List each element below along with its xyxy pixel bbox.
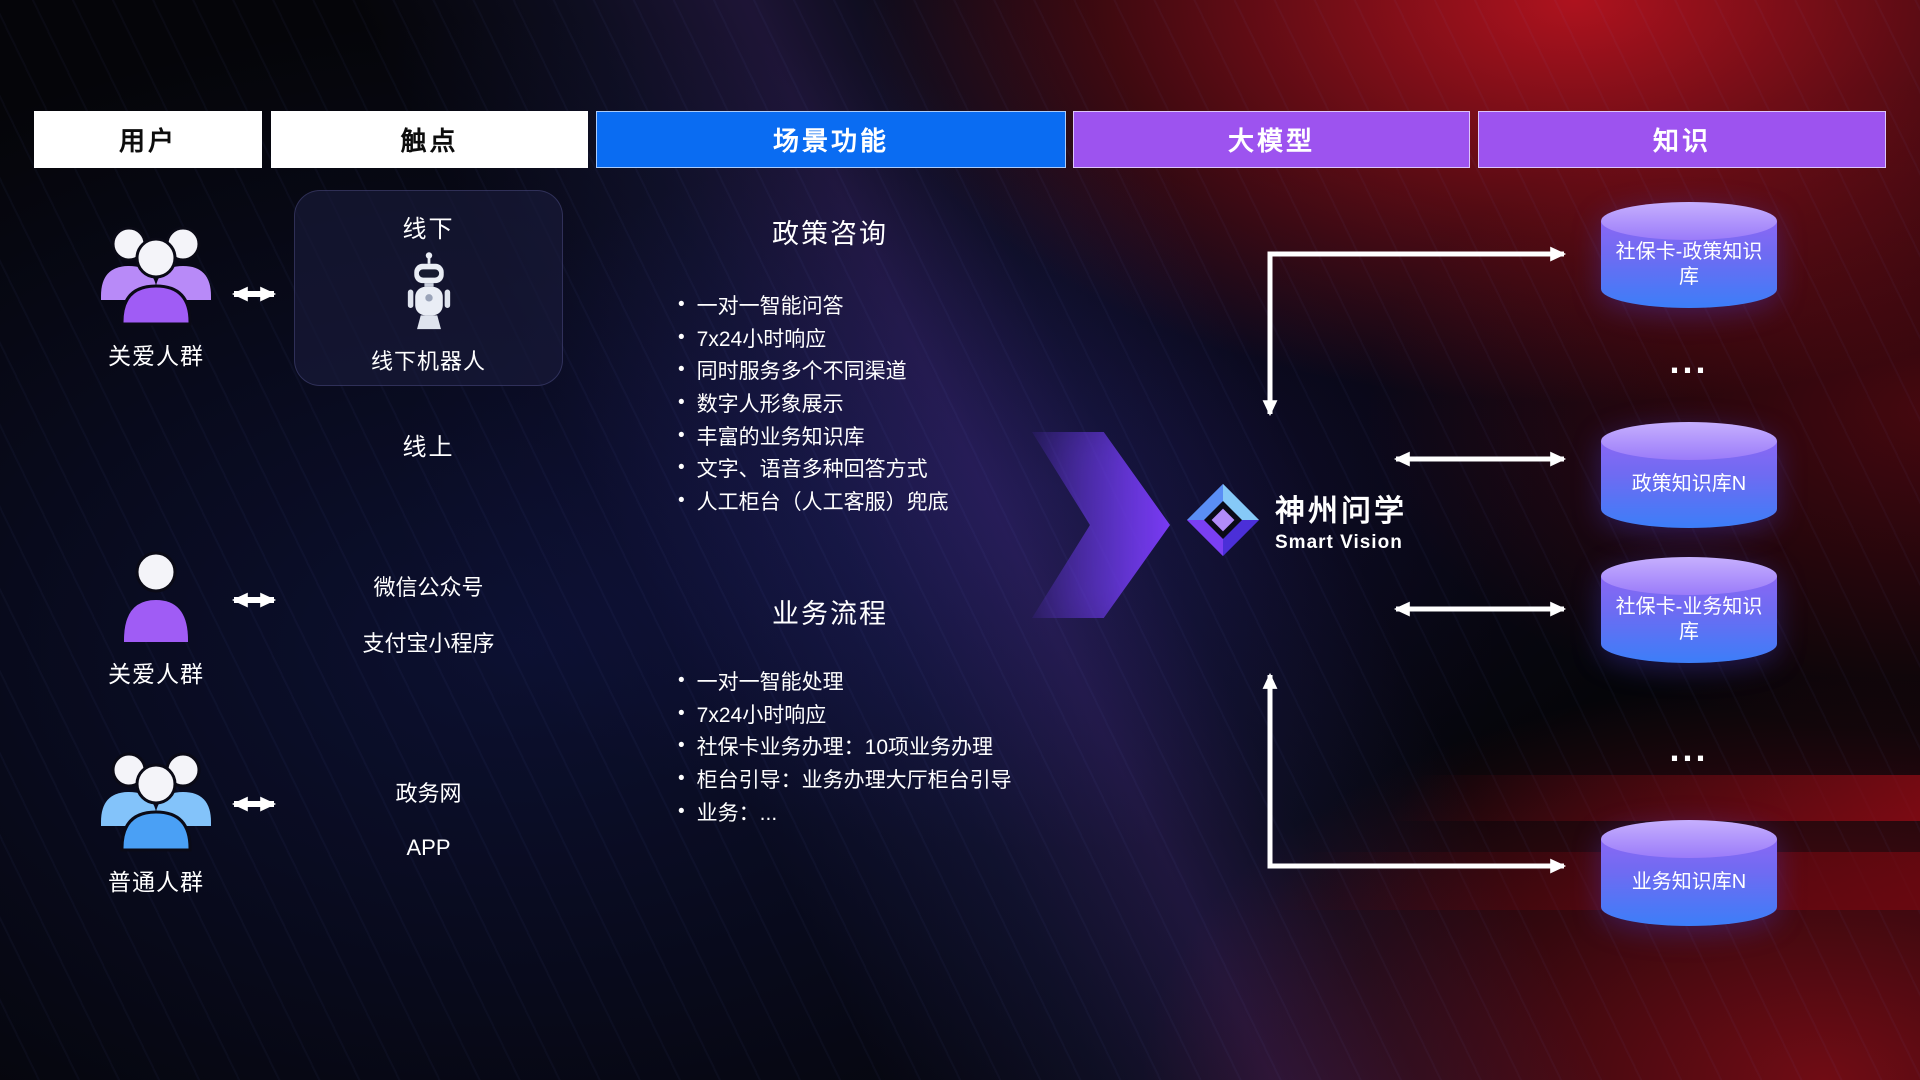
feature-item: 业务：... bbox=[678, 795, 1138, 828]
online-title: 线上 bbox=[402, 434, 455, 461]
user-care-group-1: 关爱人群 bbox=[76, 214, 236, 371]
database-cylinder-top bbox=[1601, 820, 1777, 858]
brand-subtitle: Smart Vision bbox=[1275, 532, 1403, 553]
channel-wechat: 微信公众号 bbox=[373, 575, 484, 600]
scenario-policy-title: 政策咨询 bbox=[772, 219, 888, 249]
feature-item: 7x24小时响应 bbox=[678, 322, 1138, 355]
brand-logo: 神州问学 Smart Vision bbox=[1185, 482, 1407, 558]
feature-item: 社保卡业务办理：10项业务办理 bbox=[678, 730, 1138, 763]
feature-item: 数字人形象展示 bbox=[678, 387, 1138, 420]
channel-govweb: 政务网 bbox=[395, 781, 462, 806]
elbow-arrow-to-db1 bbox=[1262, 246, 1567, 417]
db-label: 业务知识库N bbox=[1631, 871, 1747, 893]
feature-item: 7x24小时响应 bbox=[678, 698, 1138, 731]
knowledge-db-business-n: 业务知识库N bbox=[1601, 820, 1777, 926]
elbow-arrow-to-db4 bbox=[1262, 672, 1567, 874]
user-care-group-2: 关爱人群 bbox=[76, 548, 236, 689]
background-red-chevron bbox=[1383, 775, 1920, 821]
brand-name: 神州问学 bbox=[1275, 495, 1407, 528]
offline-title: 线下 bbox=[402, 216, 455, 243]
feature-item: 丰富的业务知识库 bbox=[678, 419, 1138, 452]
feature-item: 一对一智能问答 bbox=[678, 289, 1138, 322]
db-label: 社保卡-业务知识库 bbox=[1615, 595, 1763, 643]
user-label: 关爱人群 bbox=[108, 343, 204, 369]
feature-item: 柜台引导：业务办理大厅柜台引导 bbox=[678, 763, 1138, 796]
diamond-logo-icon bbox=[1186, 483, 1260, 557]
database-cylinder-top bbox=[1601, 557, 1777, 595]
knowledge-db-policy-n: 政策知识库N bbox=[1601, 422, 1777, 528]
offline-robot-label: 线下机器人 bbox=[370, 349, 486, 374]
person-icon bbox=[124, 551, 188, 642]
robot-icon bbox=[407, 252, 450, 330]
offline-robot-card: 线下 线下机器人 bbox=[294, 190, 563, 386]
ellipsis-more: ... bbox=[1669, 728, 1709, 769]
feature-item: 同时服务多个不同渠道 bbox=[678, 354, 1138, 387]
user-label: 关爱人群 bbox=[108, 661, 204, 687]
user-label: 普通人群 bbox=[108, 869, 204, 895]
db-label: 政策知识库N bbox=[1631, 473, 1747, 495]
feature-item: 人工柜台（人工客服）兜底 bbox=[678, 485, 1138, 518]
database-cylinder-top bbox=[1601, 422, 1777, 460]
group-people-icon bbox=[101, 752, 211, 852]
feature-item: 文字、语音多种回答方式 bbox=[678, 452, 1138, 485]
scenario-policy-list: 一对一智能问答 7x24小时响应 同时服务多个不同渠道 数字人形象展示 丰富的业… bbox=[678, 289, 1138, 517]
db-label: 社保卡-政策知识库 bbox=[1615, 240, 1763, 288]
scenario-business-list: 一对一智能处理 7x24小时响应 社保卡业务办理：10项业务办理 柜台引导：业务… bbox=[678, 665, 1138, 828]
ellipsis-more: ... bbox=[1669, 340, 1709, 381]
header-knowledge: 知识 bbox=[1478, 111, 1886, 168]
flow-arrow bbox=[1032, 432, 1170, 618]
group-people-icon bbox=[101, 226, 211, 326]
header-touchpoints: 触点 bbox=[271, 111, 588, 168]
header-scenarios: 场景功能 bbox=[596, 111, 1066, 168]
channel-alipay: 支付宝小程序 bbox=[362, 631, 495, 656]
knowledge-db-business-ssc: 社保卡-业务知识库 bbox=[1601, 557, 1777, 663]
header-users: 用户 bbox=[34, 111, 262, 168]
feature-item: 一对一智能处理 bbox=[678, 665, 1138, 698]
user-general-group: 普通人群 bbox=[76, 740, 236, 897]
header-model: 大模型 bbox=[1073, 111, 1470, 168]
database-cylinder-top bbox=[1601, 202, 1777, 240]
scenario-business-title: 业务流程 bbox=[772, 599, 888, 629]
background-red-chevron bbox=[1259, 852, 1920, 910]
knowledge-db-policy-ssc: 社保卡-政策知识库 bbox=[1601, 202, 1777, 308]
channel-app: APP bbox=[406, 835, 451, 860]
